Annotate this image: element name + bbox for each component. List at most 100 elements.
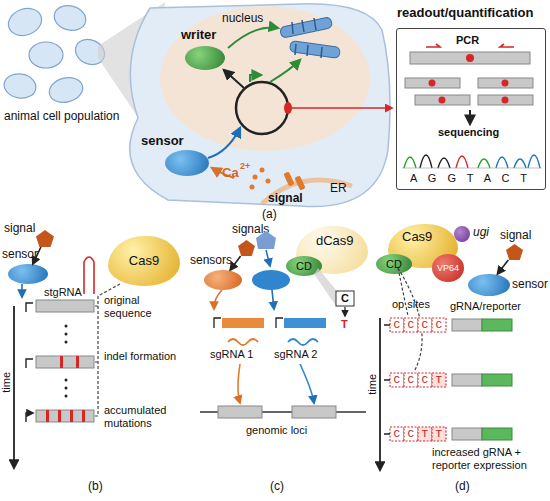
panel-d-illustration: [452, 374, 482, 386]
signal-arrow: [498, 260, 509, 274]
panel-b-illustration: [82, 410, 85, 422]
chromatogram: [456, 156, 468, 168]
cell-outline: [130, 4, 390, 207]
panel-c-illustration: [284, 318, 326, 328]
panel-d-illustration: [384, 325, 390, 434]
text-label: time: [0, 372, 13, 393]
panel-b-illustration: [65, 341, 68, 344]
panel-b-illustration: [70, 410, 73, 422]
cell-population: [46, 74, 85, 106]
node-label: sensor: [2, 248, 38, 262]
chromatogram: [402, 168, 542, 169]
node-label: signal: [4, 222, 35, 236]
pcr-illustration: [415, 95, 470, 105]
node-label: Cas9: [402, 230, 432, 245]
pathway-arrows: [228, 27, 278, 48]
dcas9-protein: dCas9CD: [296, 226, 368, 274]
text-label: sgRNA 1: [210, 348, 253, 361]
cell-population: [51, 2, 88, 33]
cell-population: [2, 2, 109, 106]
text-label: genomic loci: [246, 424, 307, 437]
panel-c-illustration: [228, 339, 258, 345]
panel-c-illustration: [288, 339, 318, 345]
panel-b-illustration: [60, 356, 63, 368]
pcr-illustration: [405, 44, 533, 124]
panel-c-illustration: [252, 270, 290, 290]
panel-c-illustration: [314, 268, 336, 306]
chromatogram: [496, 155, 540, 168]
node-label: Cas9: [108, 236, 180, 286]
text-label: Ca: [222, 166, 239, 181]
text-label: original sequence: [104, 294, 184, 319]
text-label: C C T T: [394, 427, 443, 441]
chromatogram: [402, 155, 542, 168]
node-label: ugi: [473, 226, 489, 240]
panel-c-illustration: [218, 406, 262, 418]
plasmid: [284, 102, 292, 114]
ugi-domain: ugi: [454, 226, 470, 242]
pcr-illustration: [469, 110, 471, 124]
cell-population: [71, 35, 108, 69]
deaminase-domain: CD: [376, 254, 412, 274]
calcium-ions: [260, 168, 265, 173]
text-label: (c): [270, 480, 284, 494]
panel-b-illustration: [65, 325, 68, 328]
text-label: sgRNA 2: [274, 348, 317, 361]
node-label: CD: [376, 254, 412, 274]
pathway-arrows: [208, 27, 392, 178]
pcr-illustration: [429, 80, 436, 87]
panel-c-illustration: [214, 318, 283, 328]
pcr-illustration: [478, 95, 533, 105]
panel-d-illustration: [390, 318, 446, 441]
text-label: accumulated mutations: [104, 404, 184, 429]
panel-c-illustration: [292, 406, 336, 418]
panel-c-illustration: [272, 290, 274, 309]
pentagon-outline: [36, 230, 54, 247]
text-label: C: [341, 292, 349, 305]
plasmid: [250, 75, 261, 82]
text-label: animal cell population: [4, 110, 119, 124]
signal-pentagon: signal: [506, 244, 523, 260]
panel-c-illustration: [336, 291, 354, 306]
panel-c-illustration: [266, 250, 270, 266]
text-label: gRNA/reporter: [450, 300, 521, 313]
text-label: 2+: [240, 161, 250, 171]
pentagon-outline: [506, 244, 523, 260]
chromosome: [280, 17, 341, 59]
readout-box: readout/quantification: [396, 28, 546, 190]
panel-d-illustration: [379, 318, 381, 470]
panel-c-illustration: [238, 364, 240, 403]
signal-pentagon: signals: [238, 240, 255, 256]
text-label: op sites: [392, 298, 430, 311]
signal-arrow: [33, 247, 41, 264]
panel-d-illustration: [380, 268, 512, 470]
panel-d-illustration: [482, 428, 512, 440]
nucleus-ellipse: nucleuswriter: [160, 6, 370, 151]
signal-pentagon: signal: [36, 230, 54, 247]
text-label: indel formation: [104, 350, 184, 363]
panel-b-illustration: [14, 257, 120, 468]
sensor-protein: sensor: [8, 264, 48, 284]
signal-arrow: [230, 256, 240, 270]
text-label: signal: [268, 192, 303, 206]
panel-d-illustration: [482, 319, 512, 331]
calcium-ions: [250, 185, 255, 190]
text-label: (d): [455, 480, 470, 494]
panel-b-illustration: [84, 257, 94, 294]
node-label: signals: [232, 223, 269, 237]
node-label: signal: [500, 229, 531, 243]
panel-c-illustration: [200, 411, 366, 413]
node-label: sensor: [141, 134, 184, 149]
panel-c-illustration: [344, 307, 345, 316]
text-label: time: [366, 374, 379, 395]
calcium-ions: [266, 179, 271, 184]
writer-protein: writer: [185, 46, 225, 70]
calcium-ions: [283, 171, 294, 186]
node-label: sensors: [190, 254, 232, 268]
panel-b-illustration: [21, 284, 23, 297]
cas9-protein: Cas9: [108, 236, 180, 286]
node-label: writer: [181, 28, 216, 43]
node-label: readout/quantification: [397, 6, 534, 21]
panel-c-illustration: [222, 318, 264, 328]
